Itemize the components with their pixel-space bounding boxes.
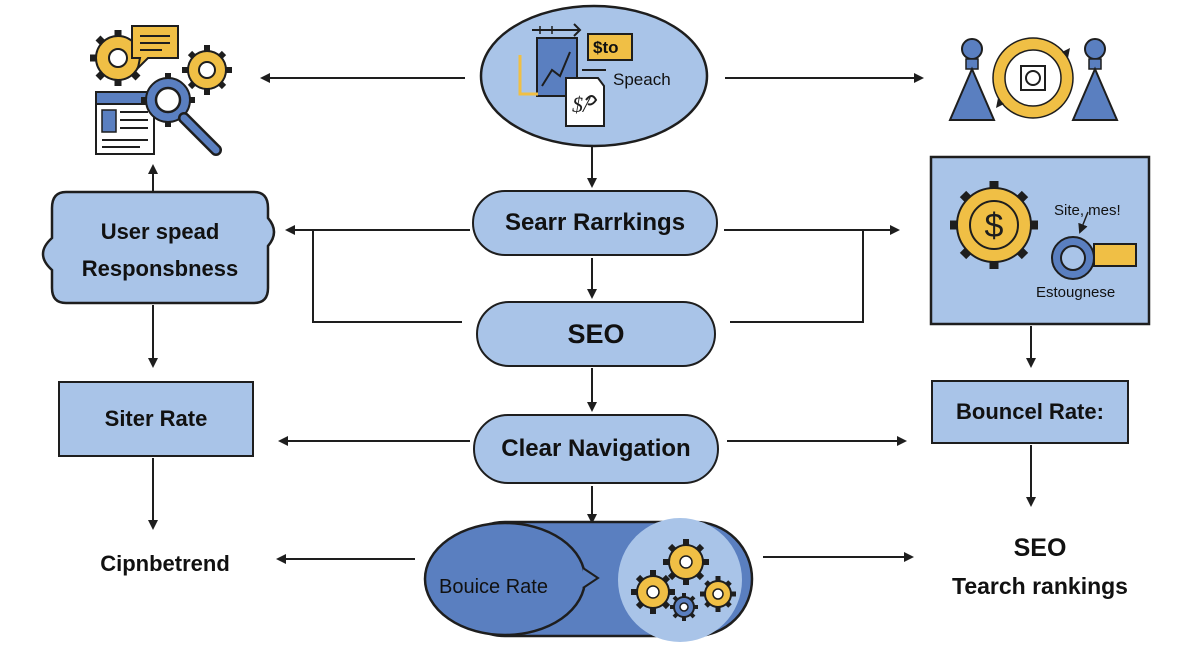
user-speed-line1: User spead [100,219,220,244]
key-icon [1051,236,1137,280]
right-panel: $ [929,155,1151,326]
bounce-capsule [423,518,754,642]
svg-text:$: $ [985,207,1004,245]
search-rankings-node[interactable]: Searr Rarrkings [472,190,718,256]
bouncel-rate-label: Bouncel Rate: [956,399,1104,424]
clear-navigation-label: Clear Navigation [501,435,691,462]
user-speed-shape [41,190,276,305]
siter-rate-node[interactable]: Siter Rate [58,381,254,457]
clear-navigation-node[interactable]: Clear Navigation [473,414,719,484]
magnifier-icon [141,73,222,156]
search-rankings-label: Searr Rarrkings [504,209,686,236]
speech-icon: $/ [479,4,709,148]
connectors [148,73,1036,564]
bounce-rate-label: Bouice Rate [439,576,548,598]
gears-icon [631,539,736,621]
user-speed-node[interactable]: User spead Responsbness [55,205,265,295]
bracket-left [312,230,462,323]
cipnbetrend-label: Cipnbetrend [100,551,230,576]
dollar-gear-icon: $ [950,181,1038,269]
bracket-right [730,230,864,323]
gears-chat-icon [90,25,232,95]
speach-label: Speach [613,70,671,89]
seo-center-label: SEO [567,318,625,349]
document-icon [95,91,155,155]
cipnbetrend-node[interactable]: Cipnbetrend [70,546,260,582]
cycle-exchange-icon [948,37,1119,121]
estougnese-label: Estougnese [1036,284,1116,301]
seo-right-line2: Tearch rankings [952,573,1128,599]
seo-center-node[interactable]: SEO [476,301,716,367]
seo-right-line1: SEO [1013,534,1067,562]
siter-rate-label: Siter Rate [104,406,208,431]
seo-rankings-node[interactable]: SEO Tearch rankings [915,528,1165,606]
bouncel-rate-node[interactable]: Bouncel Rate: [931,380,1129,444]
site-mes-label: Site, mes! [1054,202,1121,219]
sto-label: $to [593,38,619,57]
user-speed-line2: Responsbness [81,256,239,281]
